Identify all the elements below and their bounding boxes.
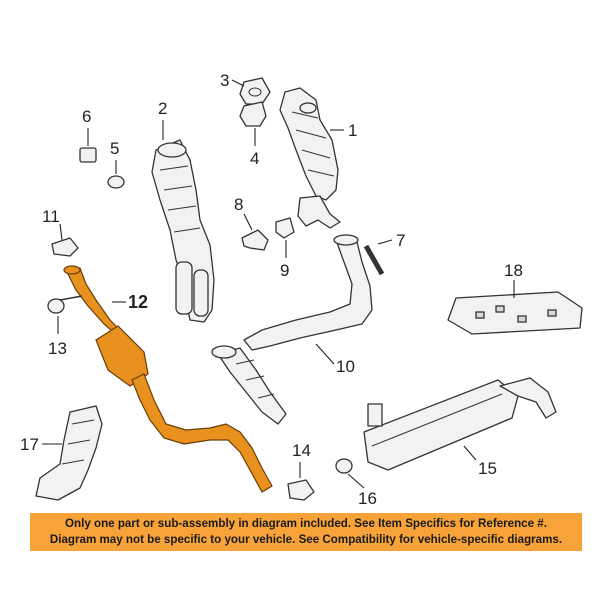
callout-line-11	[59, 223, 63, 241]
part-11-clamp	[51, 237, 79, 257]
callout-18: 18	[504, 261, 523, 280]
part-7-stud	[363, 244, 385, 276]
callout-line-10	[315, 343, 335, 365]
part-13-hanger	[47, 298, 65, 314]
part-8-bracket	[241, 229, 269, 251]
callout-line-8	[243, 213, 253, 231]
callout-line-3	[231, 79, 245, 87]
part-15-muffler	[363, 377, 557, 471]
callout-11: 11	[42, 207, 60, 226]
callout-13: 13	[48, 339, 67, 358]
callout-10: 10	[336, 357, 355, 376]
part-2-catalytic-converter	[151, 139, 215, 323]
callout-3: 3	[220, 71, 229, 90]
part-4-gasket	[239, 101, 267, 127]
part-14-clamp	[287, 479, 315, 501]
part-1-catalytic-converter	[279, 87, 341, 229]
callout-4: 4	[250, 149, 259, 168]
part-6-nut	[79, 147, 97, 163]
callout-2: 2	[158, 99, 167, 118]
callout-9: 9	[280, 261, 289, 280]
part-12-pipe-body	[65, 267, 121, 338]
part-9-clamp	[275, 217, 295, 239]
part-18-heat-shield	[447, 291, 583, 335]
disclaimer-line-1: Only one part or sub-assembly in diagram…	[65, 517, 547, 530]
callout-line-7	[377, 239, 393, 245]
part-5-bolt	[107, 175, 125, 189]
part-3-gasket	[239, 77, 271, 105]
part-12-tailpipe	[131, 373, 273, 493]
callout-6: 6	[82, 107, 91, 126]
part-12-resonator	[95, 325, 149, 387]
disclaimer-banner: Only one part or sub-assembly in diagram…	[30, 513, 582, 551]
callout-12: 12	[128, 292, 148, 312]
disclaimer-line-2: Diagram may not be specific to your vehi…	[49, 533, 563, 546]
callout-7: 7	[396, 231, 405, 250]
callout-line-16	[347, 473, 365, 489]
callout-14: 14	[292, 441, 311, 460]
callout-8: 8	[234, 195, 243, 214]
part-12-intermediate-pipe	[63, 265, 273, 493]
callout-5: 5	[110, 139, 119, 158]
callout-1: 1	[348, 121, 357, 140]
part-13-stud	[59, 295, 83, 301]
part-10-y-pipe	[211, 234, 373, 425]
callout-line-15	[463, 445, 477, 461]
part-17-heat-shield	[35, 405, 103, 501]
callout-15: 15	[478, 459, 497, 478]
callout-16: 16	[358, 489, 377, 508]
part-16-isolator	[335, 458, 353, 474]
callout-17: 17	[20, 435, 39, 454]
